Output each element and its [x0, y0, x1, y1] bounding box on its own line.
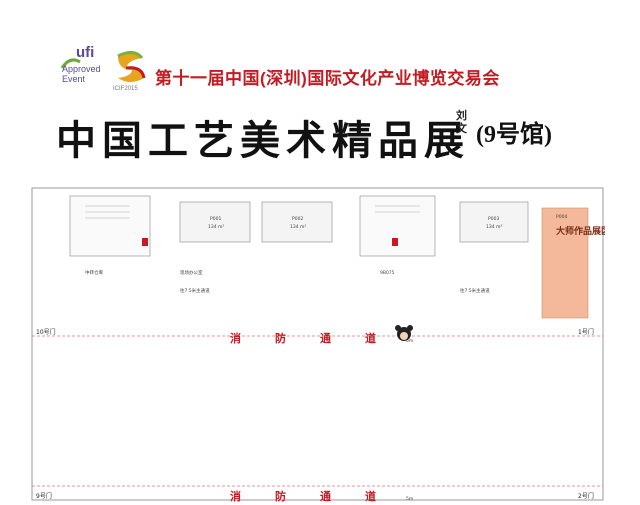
- fire-lane-top-width: 5m: [406, 338, 413, 344]
- fire-extinguisher-icon: [392, 238, 398, 246]
- gate-1: 1号门: [578, 328, 594, 336]
- pillar-p003: P003 134 m²: [459, 201, 529, 243]
- stair-block-left: [69, 195, 151, 257]
- room-9b075: 9B075: [380, 270, 395, 276]
- fair-title: 第十一届中国(深圳)国际文化产业博览交易会: [155, 69, 500, 88]
- calligrapher-signature: 刘文: [456, 110, 467, 135]
- icif-logo-icon: [117, 51, 146, 82]
- pillar-code: P001: [210, 216, 221, 222]
- ufi-line-approved: Approved: [62, 64, 101, 74]
- stair-icon: [85, 205, 420, 219]
- main-passage-right: 往7.5米主通道: [460, 287, 490, 294]
- ufi-logo-icon: [60, 58, 81, 69]
- room-transfer-warehouse: 中转仓库: [85, 269, 103, 276]
- gate-10: 10号门: [36, 328, 56, 336]
- hall-wall: [31, 187, 604, 501]
- hall-label: (9号馆): [476, 122, 552, 148]
- main-passage-left: 往7.5米主通道: [180, 287, 210, 294]
- master-zone-text: 大师作品展区: [556, 225, 605, 236]
- pillar-code: P003: [488, 216, 499, 222]
- icif-logo-text: ICIF2015: [113, 86, 138, 92]
- pillar-code: P002: [292, 216, 303, 222]
- exhibition-header: ufi Approved Event ICIF2015 第十一届中国(深圳)国际…: [0, 0, 640, 180]
- ufi-line-event: Event: [62, 74, 86, 84]
- stair-block-right: [359, 195, 436, 257]
- pillar-p001: P001 134 m²: [179, 201, 251, 243]
- fire-extinguisher-icon: [142, 238, 148, 246]
- pillar-area: 134 m²: [208, 224, 224, 230]
- ufi-approved-text: Approved Event: [62, 64, 101, 84]
- floor-plan: P001 134 m² P002 134 m² P003 134 m² P004…: [31, 187, 605, 502]
- room-site-office: 现场办公室: [180, 269, 203, 276]
- master-zone: P004 大师作品展区: [541, 207, 605, 319]
- fire-lane-bottom-width: 5m: [406, 496, 413, 502]
- gate-2: 2号门: [578, 492, 594, 500]
- gate-9: 9号门: [36, 492, 52, 500]
- master-zone-code: P004: [556, 214, 567, 220]
- mascot-icon: [395, 325, 413, 341]
- pillar-area: 134 m²: [290, 224, 306, 230]
- pillar-area: 134 m²: [486, 224, 502, 230]
- fire-lane-bottom: 消防通道: [230, 489, 410, 502]
- exhibition-title: 中国工艺美术精品展: [56, 118, 470, 163]
- pillar-p002: P002 134 m²: [261, 201, 333, 243]
- ufi-logo-word: ufi: [76, 44, 95, 61]
- fire-lane-top: 消防通道: [230, 331, 410, 345]
